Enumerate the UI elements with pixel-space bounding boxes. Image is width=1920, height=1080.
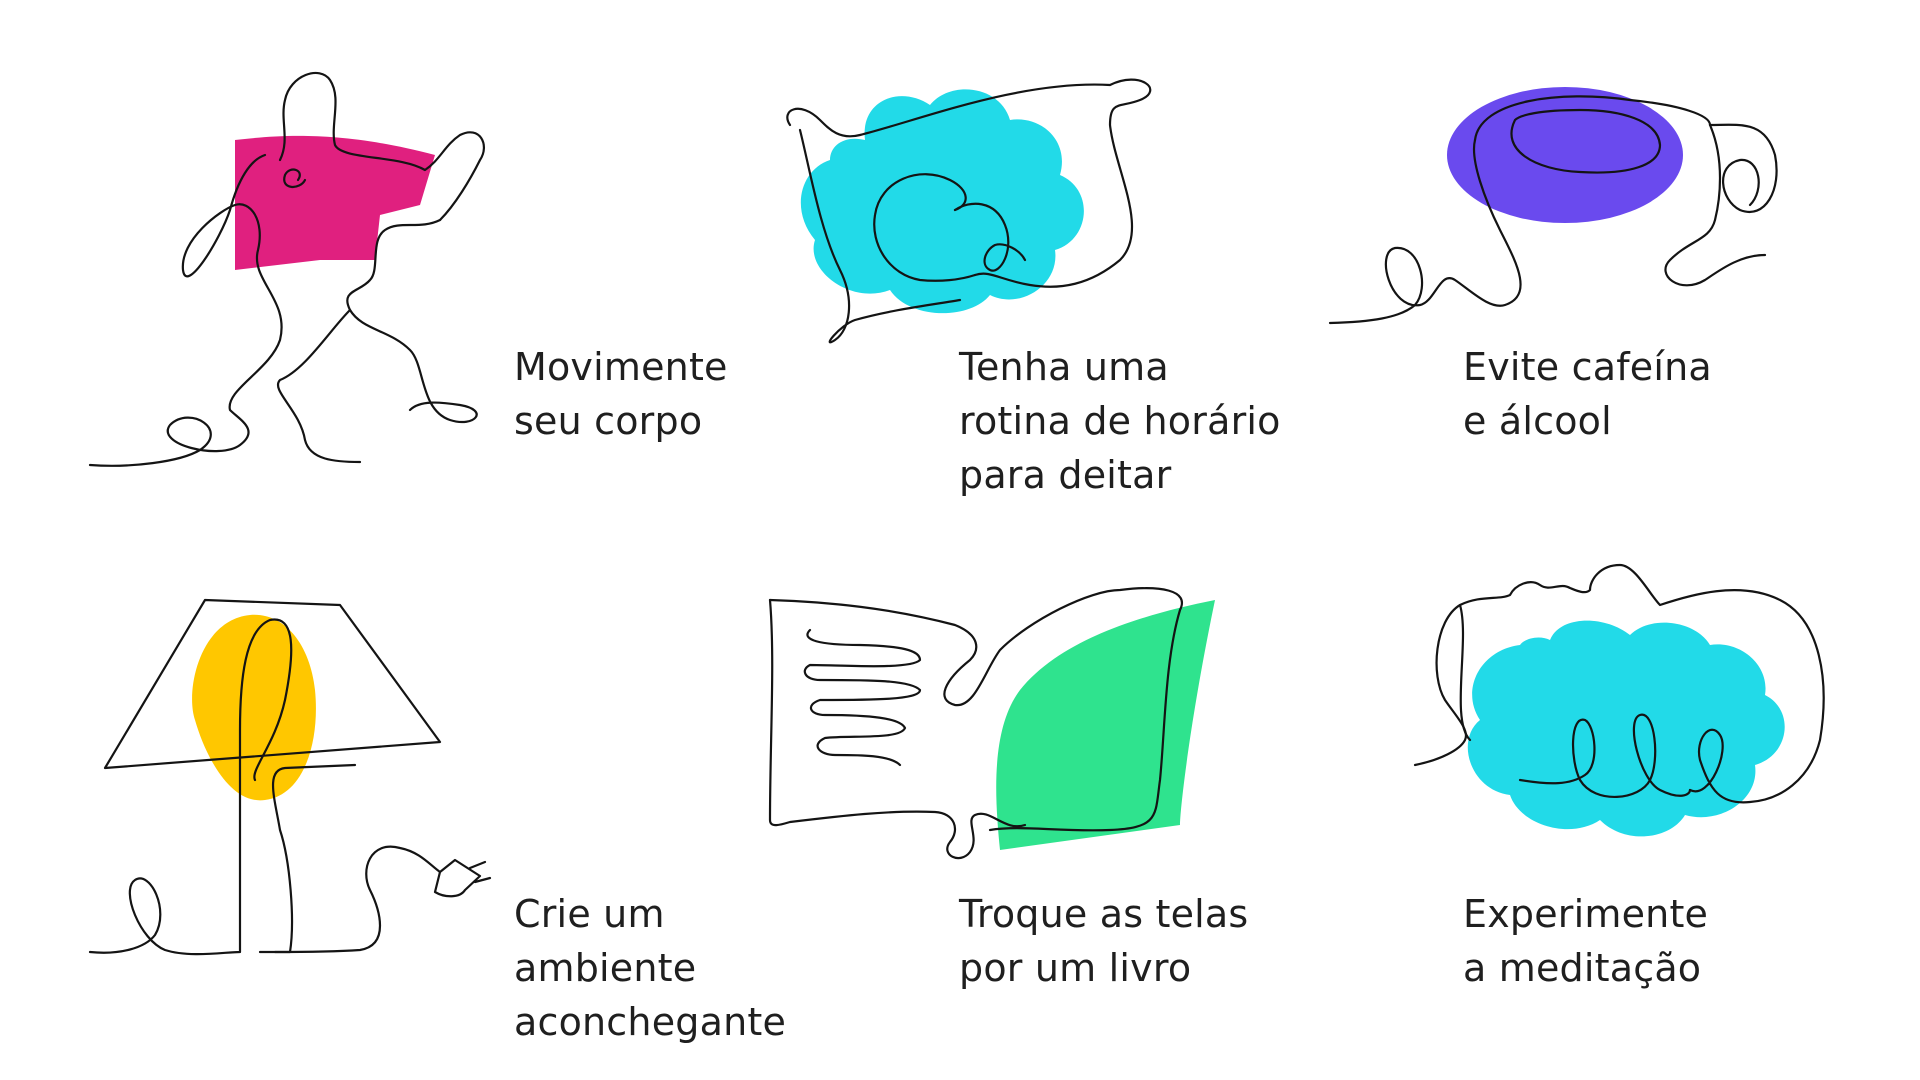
tip-caption-line: Movimente <box>514 345 728 389</box>
lamp-icon <box>80 580 510 970</box>
book-page-shape <box>996 600 1215 850</box>
running-person-icon <box>80 30 520 480</box>
tip-caption-environment: Crie um ambiente aconchegante <box>514 887 786 1049</box>
tip-caption-line: para deitar <box>959 453 1172 497</box>
open-book-icon <box>760 580 1220 870</box>
tip-caption-line: rotina de horário <box>959 399 1281 443</box>
tip-caption-line: por um livro <box>959 946 1192 990</box>
tip-caption-line: Experimente <box>1463 892 1709 936</box>
tip-caption-movement: Movimente seu corpo <box>514 340 728 448</box>
mind-cloud-shape <box>1467 620 1785 837</box>
shirt-shape <box>235 135 435 270</box>
tip-caption-line: seu corpo <box>514 399 703 443</box>
tip-caption-line: Tenha uma <box>959 345 1169 389</box>
tip-caption-caffeine: Evite cafeína e álcool <box>1463 340 1712 448</box>
tip-caption-line: Evite cafeína <box>1463 345 1712 389</box>
tip-caption-line: Crie um <box>514 892 665 936</box>
tip-caption-line: ambiente <box>514 946 697 990</box>
tip-caption-line: aconchegante <box>514 1000 787 1044</box>
tip-caption-meditation: Experimente a meditação <box>1463 887 1708 995</box>
pillow-cloud-icon <box>760 30 1180 380</box>
tip-caption-bedtime: Tenha uma rotina de horário para deitar <box>959 340 1281 502</box>
coffee-shape <box>1447 87 1683 223</box>
meditating-head-icon <box>1400 560 1880 880</box>
tip-caption-line: e álcool <box>1463 399 1612 443</box>
cloud-shape <box>800 89 1084 314</box>
tip-caption-line: a meditação <box>1463 946 1702 990</box>
coffee-cup-icon <box>1320 80 1790 340</box>
tip-caption-line: Troque as telas <box>959 892 1249 936</box>
tip-caption-reading: Troque as telas por um livro <box>959 887 1248 995</box>
